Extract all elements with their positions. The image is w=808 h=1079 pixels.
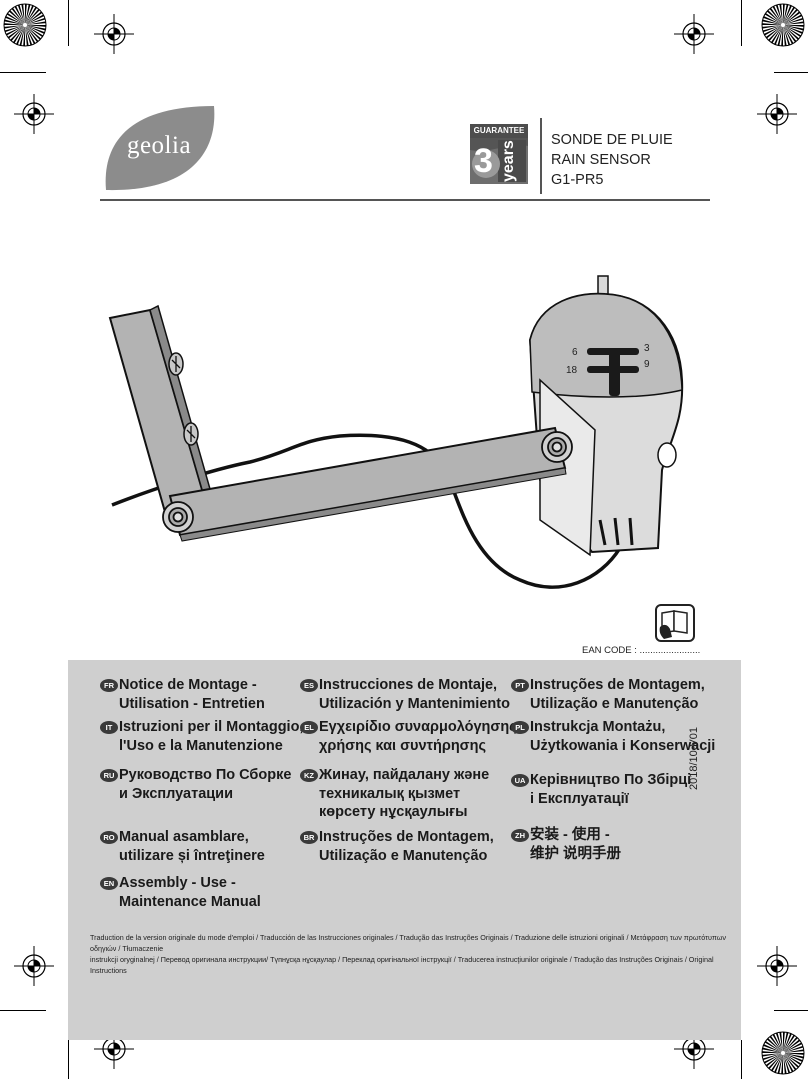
trim-line — [774, 1010, 808, 1011]
manual-title-text: Жинау, пайдалану және техникалық қызмет кө… — [319, 766, 489, 822]
starburst-mark — [761, 3, 805, 47]
language-badge: PL — [511, 721, 529, 734]
manual-title-line: 安装 - 使用 - — [530, 827, 610, 843]
language-badge: EN — [100, 877, 118, 890]
manual-title-line: и Эксплуатации — [119, 785, 234, 802]
manual-title-line: көрсету нұсқаулығы — [319, 804, 468, 820]
language-badge: IT — [100, 721, 118, 734]
dial-label-6: 6 — [572, 347, 578, 358]
manual-title-line: Notice de Montage - — [119, 677, 257, 693]
guarantee-number: 3 — [474, 142, 493, 180]
manual-title-text: 安装 - 使用 - 维护 说明手册 — [530, 826, 621, 863]
manual-title-text: Instrukcja Montażu, Użytkowania i Konserw… — [530, 718, 715, 755]
registration-mark — [94, 1029, 134, 1069]
ean-code: EAN CODE : ....................... — [582, 645, 701, 656]
rain-sensor-illustration: 6 3 18 9 — [108, 275, 684, 589]
manual-title-line: χρήσης και συντήρησης — [319, 737, 486, 754]
manual-title-line: Instrukcja Montażu, — [530, 719, 666, 735]
registration-mark — [757, 946, 797, 986]
starburst-mark — [3, 3, 47, 47]
manual-title-text: Assembly - Use - Maintenance Manual — [119, 874, 261, 911]
trim-line — [741, 0, 742, 46]
manual-title-line: Utilização e Manutenção — [530, 695, 699, 712]
language-badge: ZH — [511, 829, 529, 842]
starburst-mark — [761, 1031, 805, 1075]
manual-title-line: Utilização e Manutenção — [319, 847, 488, 864]
manual-title-line: Manual asamblare, — [119, 829, 249, 845]
trim-line — [68, 0, 69, 46]
manual-title-line: 维护 说明手册 — [530, 845, 622, 862]
manual-title-line: Жинау, пайдалану және — [319, 767, 490, 783]
manual-title-line: і Експлуатації — [530, 790, 629, 807]
manual-title-text: Manual asamblare, utilizare și întreţiner… — [119, 828, 265, 865]
language-badge: UA — [511, 774, 529, 787]
product-model: G1-PR5 — [551, 172, 604, 188]
trim-line — [0, 72, 46, 73]
manual-title-line: Εγχειρίδιο συναρμολόγησης, — [319, 719, 521, 735]
manual-title-line: Керівництво По Збірці — [530, 772, 692, 788]
trim-line — [0, 1010, 46, 1011]
registration-mark — [14, 946, 54, 986]
registration-mark — [757, 94, 797, 134]
manual-title-line: l'Uso e la Manutenzione — [119, 737, 283, 754]
manual-title-line: техникалық қызмет — [319, 785, 461, 802]
manual-title-line: Istruzioni per il Montaggio, — [119, 719, 304, 735]
manual-title-text: Instrucciones de Montaje, Utilización y M… — [319, 676, 510, 713]
language-badge: RU — [100, 769, 118, 782]
guarantee-label: GUARANTEE — [470, 124, 528, 138]
manual-title-line: Instrucciones de Montaje, — [319, 677, 498, 693]
language-badge: RO — [100, 831, 118, 844]
trim-line — [774, 72, 808, 73]
trim-line — [741, 1040, 742, 1079]
manual-title-line: Assembly - Use - — [119, 875, 236, 891]
guarantee-badge: GUARANTEE 3 years — [470, 124, 528, 184]
language-badge: PT — [511, 679, 529, 692]
product-title-fr: SONDE DE PLUIE — [551, 132, 673, 148]
manual-title-line: Użytkowania i Konserwacji — [530, 737, 716, 754]
manual-title-text: Руководство По Сборке и Эксплуатации — [119, 766, 291, 803]
language-badge: FR — [100, 679, 118, 692]
brand-logo-text: geolia — [126, 132, 192, 159]
header-divider — [540, 118, 542, 194]
registration-mark — [674, 14, 714, 54]
translations-line-2: instrukcji oryginalnej / Перевод оригина… — [90, 955, 714, 975]
language-badge: BR — [300, 831, 318, 844]
language-panel — [68, 660, 741, 1040]
manual-title-text: Εγχειρίδιο συναρμολόγησης, χρήσης και συν… — [319, 718, 521, 755]
read-manual-icon — [655, 604, 695, 642]
manual-title-text: Керівництво По Збірці і Експлуатації — [530, 771, 691, 808]
manual-title-text: Instruções de Montagem, Utilização e Manu… — [530, 676, 705, 713]
manual-title-line: Maintenance Manual — [119, 893, 261, 910]
translations-line-1: Traduction de la version originale du mo… — [90, 933, 726, 953]
manual-title-line: utilizare și întreţinere — [119, 847, 265, 864]
brand-logo: geolia — [100, 102, 218, 194]
dial-label-3: 3 — [644, 343, 650, 354]
language-badge: ES — [300, 679, 318, 692]
dial-label-18: 18 — [566, 365, 578, 376]
header-rule — [100, 199, 710, 201]
translations-note: Traduction de la version originale du mo… — [90, 932, 730, 976]
language-badge: KZ — [300, 769, 318, 782]
manual-title-line: Instruções de Montagem, — [530, 677, 705, 693]
manual-title-line: Utilización y Mantenimiento — [319, 695, 510, 712]
guarantee-unit: years — [500, 140, 517, 182]
manual-title-text: Istruzioni per il Montaggio, l'Uso e la M… — [119, 718, 303, 755]
manual-title-text: Notice de Montage - Utilisation - Entreti… — [119, 676, 265, 713]
manual-title-line: Руководство По Сборке — [119, 767, 292, 783]
manual-title-line: Instruções de Montagem, — [319, 829, 494, 845]
dial-label-9: 9 — [644, 359, 650, 370]
document-version: 2018/10-V01 — [688, 727, 700, 790]
product-title-en: RAIN SENSOR — [551, 152, 651, 168]
registration-mark — [674, 1029, 714, 1069]
manual-title-line: Utilisation - Entretien — [119, 695, 265, 712]
manual-title-text: Instruções de Montagem, Utilização e Manu… — [319, 828, 494, 865]
language-badge: EL — [300, 721, 318, 734]
registration-mark — [14, 94, 54, 134]
registration-mark — [94, 14, 134, 54]
trim-line — [68, 1040, 69, 1079]
